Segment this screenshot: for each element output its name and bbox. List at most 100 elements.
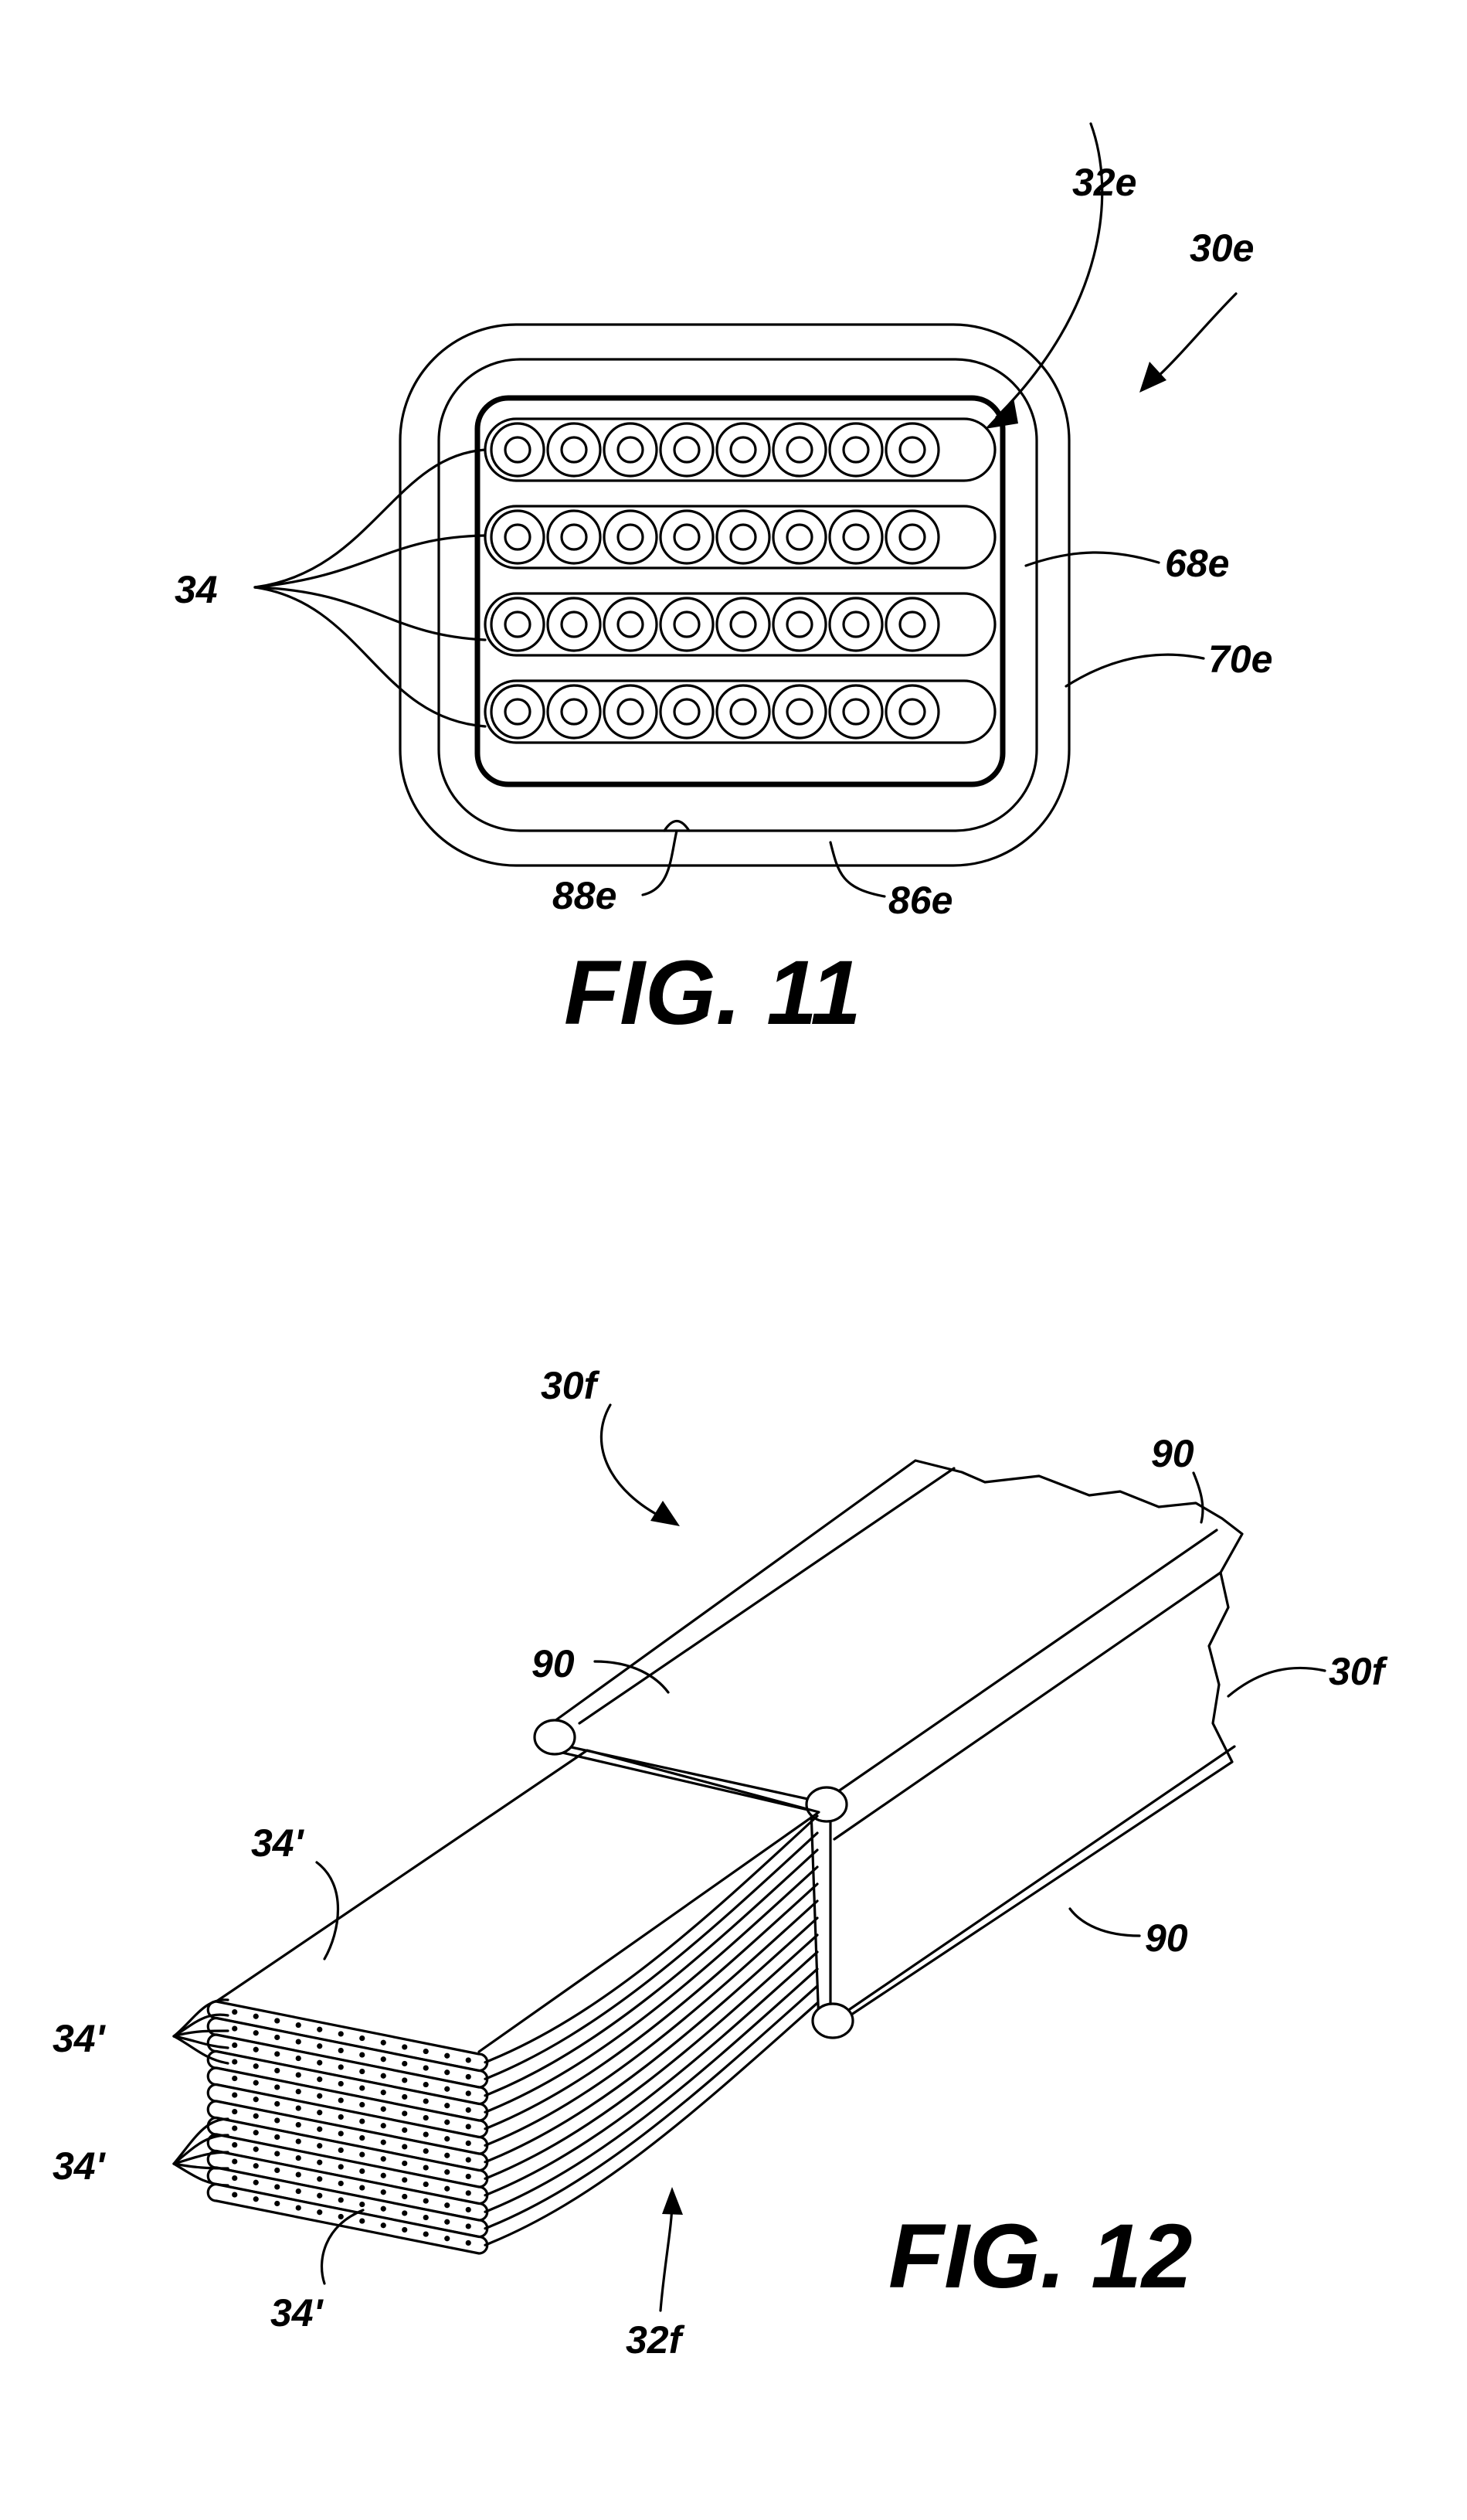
fiber-dot bbox=[274, 2117, 280, 2124]
fiber-cladding bbox=[828, 422, 884, 478]
fiber-dot bbox=[232, 2175, 238, 2182]
fiber-dot bbox=[274, 2134, 280, 2141]
fiber-core bbox=[898, 610, 926, 638]
fiber-dot bbox=[423, 2114, 429, 2121]
fiber-dot bbox=[423, 2198, 429, 2204]
fiber-core bbox=[898, 523, 926, 551]
fiber-dot bbox=[338, 2197, 344, 2203]
fiber-dot bbox=[295, 2171, 301, 2178]
fiber-dot bbox=[317, 2176, 323, 2182]
fiber-dot bbox=[465, 2057, 471, 2063]
fiber-core bbox=[616, 436, 644, 464]
jacket-rear-ridge bbox=[829, 1529, 1218, 1798]
fiber-dot bbox=[402, 2226, 408, 2233]
fiber-dot bbox=[402, 2144, 408, 2150]
fiber-dot bbox=[444, 2219, 450, 2225]
fiber-dot bbox=[274, 2184, 280, 2190]
fiber-ribbon-row bbox=[484, 592, 997, 657]
fiber-dot bbox=[338, 2097, 344, 2103]
fiber-core bbox=[616, 698, 644, 726]
fiber-ribbon-rows bbox=[484, 417, 997, 744]
fiber-dot bbox=[317, 2143, 323, 2149]
fiber-core bbox=[898, 698, 926, 726]
fiber-dot bbox=[465, 2140, 471, 2147]
fiber-dot bbox=[444, 2236, 450, 2242]
fiber-dot bbox=[402, 2093, 408, 2100]
fiber-dot bbox=[232, 2125, 238, 2131]
fiber-core bbox=[729, 523, 757, 551]
figure-11: 32e 30e 68e 70e 34 88e 86e FIG. 11 bbox=[175, 122, 1272, 1044]
ribbon-side-edge bbox=[484, 1865, 819, 2114]
fiber-core bbox=[560, 610, 588, 638]
fiber-dot bbox=[338, 2047, 344, 2054]
fiber-dot bbox=[380, 2156, 386, 2162]
fiber-dot bbox=[232, 2092, 238, 2098]
fiber-dot bbox=[444, 2185, 450, 2192]
fiber-dot bbox=[359, 2185, 365, 2191]
fiber-core bbox=[504, 698, 531, 726]
fiber-cladding bbox=[546, 422, 602, 478]
fiber-dot bbox=[232, 2192, 238, 2198]
label-34: 34 bbox=[175, 568, 218, 611]
fig12-arrowheads bbox=[650, 1501, 683, 2215]
fiber-dot bbox=[338, 2080, 344, 2087]
fiber-dot bbox=[338, 2114, 344, 2120]
fiber-dot bbox=[295, 2055, 301, 2062]
jacket-top-face bbox=[539, 1459, 1244, 2030]
fiber-dot bbox=[402, 2060, 408, 2067]
fiber-dot bbox=[317, 2192, 323, 2199]
label-70e: 70e bbox=[1208, 638, 1272, 681]
fiber-dot bbox=[253, 2030, 259, 2036]
fiber-dot bbox=[295, 2188, 301, 2195]
fiber-dot bbox=[253, 2013, 259, 2019]
ribbon-side-edge bbox=[484, 2001, 819, 2246]
fiber-dot bbox=[295, 2088, 301, 2095]
label-32f: 32f bbox=[626, 2318, 685, 2362]
fiber-dot bbox=[295, 2039, 301, 2045]
fiber-dot bbox=[444, 2152, 450, 2158]
fiber-dot bbox=[423, 2131, 429, 2137]
fiber-core bbox=[673, 698, 701, 726]
fiber-dot bbox=[402, 2210, 408, 2216]
fiber-core bbox=[842, 610, 870, 638]
fiber-dot bbox=[465, 2173, 471, 2180]
label-34prime-lower: 34' bbox=[53, 2144, 107, 2188]
fiber-dot bbox=[402, 2160, 408, 2167]
fiber-core bbox=[560, 698, 588, 726]
fiber-dot bbox=[380, 2123, 386, 2129]
label-90-top: 90 bbox=[1151, 1432, 1194, 1475]
ribbon-stack-front bbox=[206, 2000, 489, 2255]
fiber-dot bbox=[317, 2209, 323, 2216]
label-88e: 88e bbox=[552, 874, 616, 917]
fiber-dot bbox=[232, 2075, 238, 2082]
fiber-dot bbox=[402, 2177, 408, 2183]
fiber-dot bbox=[465, 2107, 471, 2114]
fiber-dot bbox=[338, 2064, 344, 2070]
fiber-dot bbox=[380, 2039, 386, 2046]
ribbon-side-edge bbox=[484, 1967, 819, 2213]
fiber-dot bbox=[359, 2151, 365, 2158]
ribbon-side-edge bbox=[484, 1950, 819, 2197]
fiber-cladding bbox=[772, 597, 827, 652]
fiber-core bbox=[786, 523, 813, 551]
fiber-dot bbox=[274, 2100, 280, 2107]
fiber-dot bbox=[359, 2134, 365, 2141]
figure-12: 30f 90 90 30f 90 34' 34' 34' 34' 32f FIG… bbox=[53, 1364, 1388, 2362]
fiber-core bbox=[673, 523, 701, 551]
fiber-core bbox=[786, 698, 813, 726]
fiber-dot bbox=[253, 2046, 259, 2052]
fiber-core bbox=[729, 610, 757, 638]
fiber-ribbon-row bbox=[484, 679, 997, 744]
fiber-ribbon-row bbox=[484, 505, 997, 570]
fiber-dot bbox=[444, 2119, 450, 2125]
fiber-dot bbox=[444, 2052, 450, 2059]
core-tube-32e bbox=[474, 395, 1006, 787]
label-30e: 30e bbox=[1190, 226, 1254, 270]
fiber-cladding bbox=[828, 684, 884, 740]
fiber-dot bbox=[444, 2103, 450, 2109]
fiber-dot bbox=[232, 2059, 238, 2065]
caption-fig-12: FIG. 12 bbox=[888, 2205, 1192, 2307]
fiber-dot bbox=[423, 2181, 429, 2188]
fiber-core bbox=[673, 436, 701, 464]
